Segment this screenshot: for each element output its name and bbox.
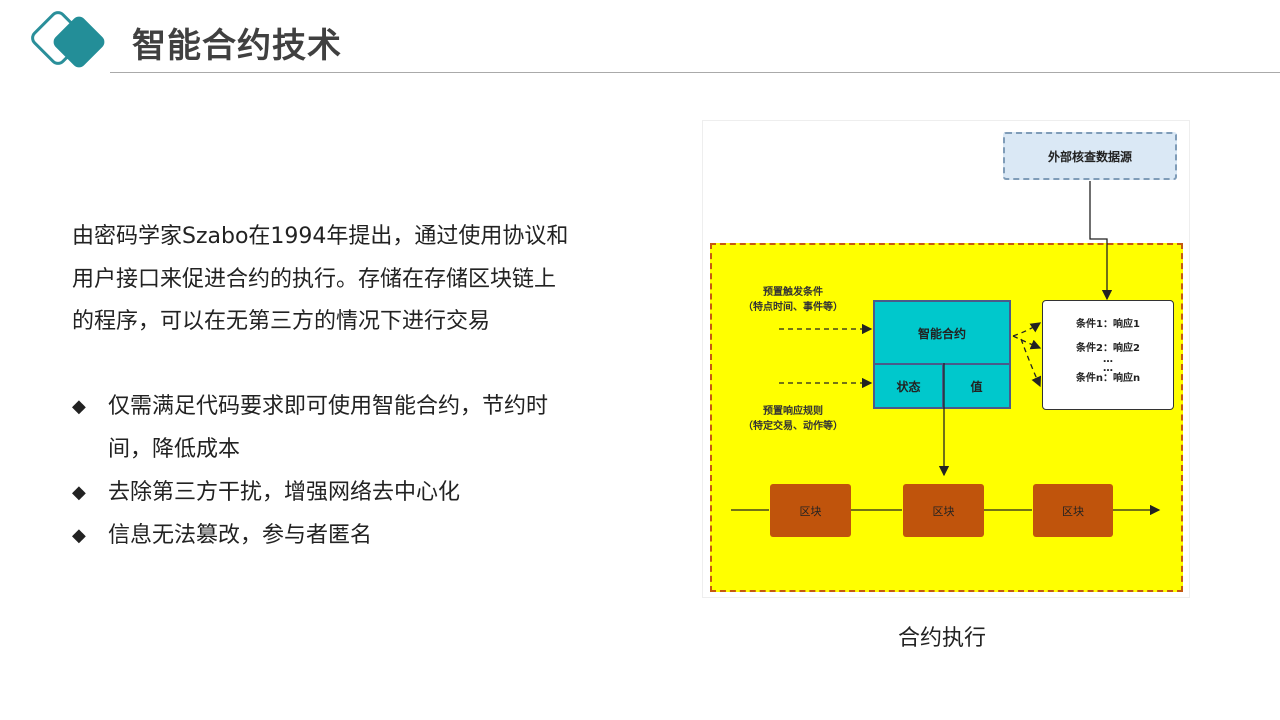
conditions-box: 条件1：响应1 条件2：响应2 … … 条件n：响应n [1042, 300, 1174, 410]
bullet-item: ◆仅需满足代码要求即可使用智能合约，节约时间，降低成本 [72, 386, 572, 471]
block: 区块 [903, 484, 984, 537]
contract-execution-diagram: 外部核查数据源 预置触发条件（特点时间、事件等） 预置响应规则（特定交易、动作等… [702, 120, 1190, 598]
figure-caption: 合约执行 [898, 626, 987, 651]
diamond-bullet-icon: ◆ [72, 396, 86, 417]
logo-diamonds-icon [31, 11, 105, 68]
state-box: 状态 [873, 363, 944, 409]
bullet-item: ◆去除第三方干扰，增强网络去中心化 [72, 472, 460, 515]
smart-contract-box: 智能合约 [873, 300, 1011, 364]
trigger-label: 预置触发条件（特点时间、事件等） [743, 287, 843, 313]
block: 区块 [1033, 484, 1113, 537]
diamond-bullet-icon: ◆ [72, 482, 86, 503]
title-divider [110, 72, 1280, 73]
diagram-arrows [731, 181, 1191, 599]
response-label: 预置响应规则（特定交易、动作等） [743, 406, 843, 432]
external-source-box: 外部核查数据源 [1003, 132, 1177, 180]
block: 区块 [770, 484, 851, 537]
intro-paragraph: 由密码学家Szabo在1994年提出，通过使用协议和用户接口来促进合约的执行。存… [72, 224, 569, 334]
page-title: 智能合约技术 [132, 26, 342, 66]
value-box: 值 [942, 363, 1011, 409]
diamond-bullet-icon: ◆ [72, 525, 86, 546]
bullet-item: ◆信息无法篡改，参与者匿名 [72, 515, 372, 558]
